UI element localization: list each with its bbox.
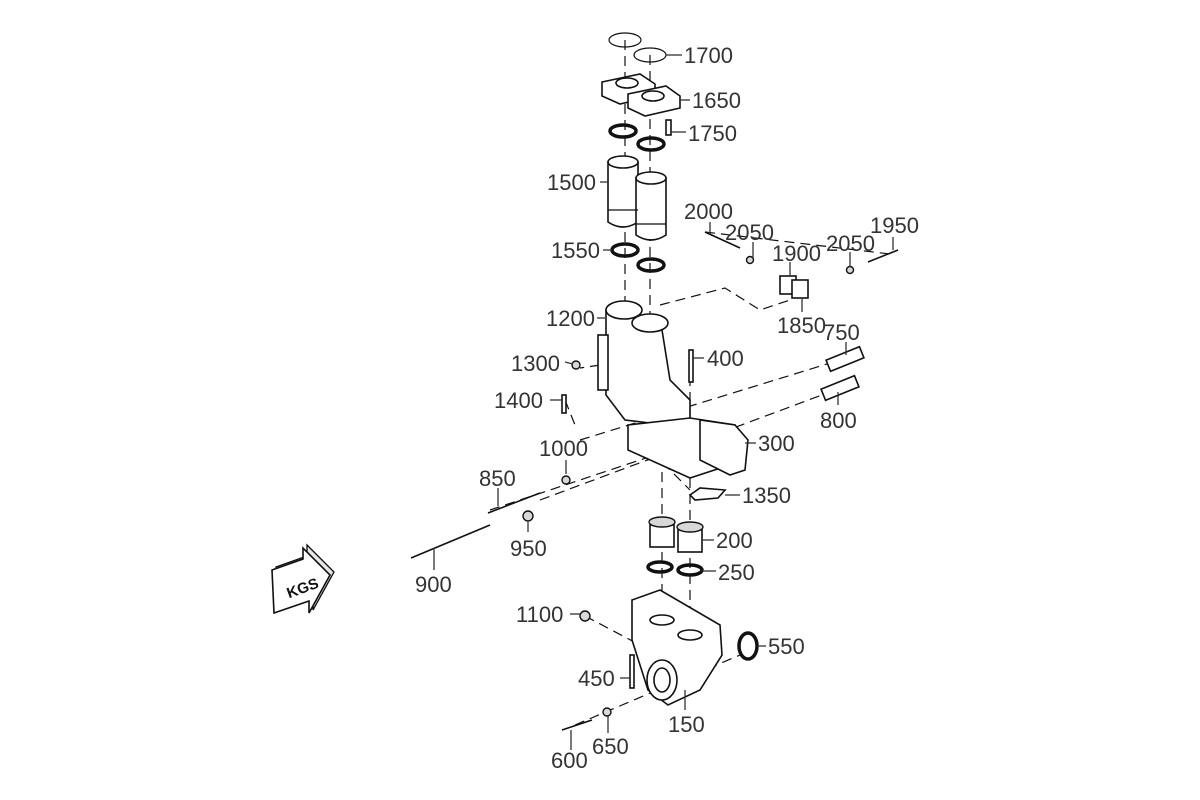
part-1650-flanges: [601, 73, 681, 117]
leader-lines: [433, 54, 894, 750]
part-1750-screw: [665, 119, 672, 136]
label-450: 450: [578, 666, 615, 691]
label-900: 900: [415, 572, 452, 597]
label-950: 950: [510, 536, 547, 561]
label-300: 300: [758, 431, 795, 456]
part-1350-gasket: [688, 487, 727, 501]
label-1400: 1400: [494, 388, 543, 413]
part-o-rings-lower: [610, 242, 666, 273]
label-400: 400: [707, 346, 744, 371]
label-150: 150: [668, 712, 705, 737]
part-550-ring: [737, 631, 759, 661]
label-1900: 1900: [772, 241, 821, 266]
label-600: 600: [551, 748, 588, 773]
part-150-body: [631, 589, 723, 706]
label-1700: 1700: [684, 43, 733, 68]
label-1750: 1750: [688, 121, 737, 146]
label-1100: 1100: [516, 602, 563, 627]
part-250-seals: [646, 560, 704, 577]
label-1000: 1000: [539, 436, 588, 461]
part-300-housing: [627, 417, 749, 479]
part-200-valves: [648, 516, 704, 553]
label-1500: 1500: [547, 170, 596, 195]
label-1850: 1850: [777, 313, 826, 338]
part-1200-manifold: [597, 300, 691, 429]
label-1550: 1550: [551, 238, 600, 263]
label-550: 550: [768, 634, 805, 659]
label-2050b: 2050: [826, 231, 875, 256]
part-o-rings-upper: [608, 123, 666, 152]
label-1650: 1650: [692, 88, 741, 113]
label-2050a: 2050: [725, 220, 774, 245]
part-labels: 1700 1650 1750 1500 2000 2050 1950 2050 …: [415, 43, 919, 773]
small-hardware: [410, 231, 899, 731]
label-850: 850: [479, 466, 516, 491]
label-1300: 1300: [511, 351, 560, 376]
label-750: 750: [823, 320, 860, 345]
label-800: 800: [820, 408, 857, 433]
label-650: 650: [592, 734, 629, 759]
label-1950: 1950: [870, 213, 919, 238]
label-1200: 1200: [546, 306, 595, 331]
part-1700-snap-rings: [608, 32, 667, 63]
kgs-direction-arrow: KGS: [271, 543, 335, 615]
label-2000: 2000: [684, 199, 733, 224]
label-250: 250: [718, 560, 755, 585]
label-1350: 1350: [742, 483, 791, 508]
label-200: 200: [716, 528, 753, 553]
part-1500-sleeves: [607, 155, 667, 241]
